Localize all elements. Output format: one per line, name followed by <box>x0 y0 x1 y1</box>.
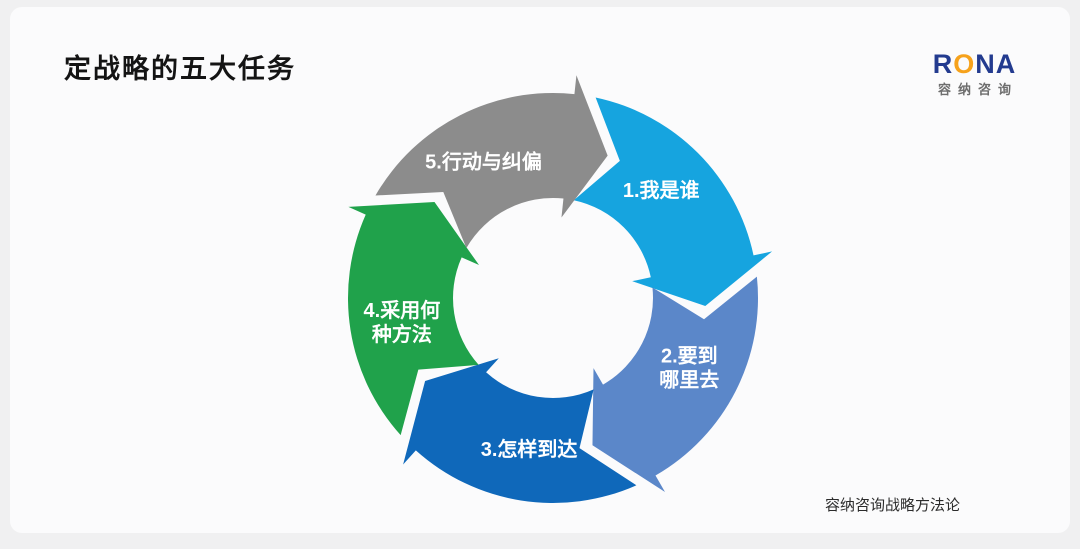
cycle-segment-label-1: 1.我是谁 <box>623 178 700 202</box>
slide-card: 定战略的五大任务 RONA 容纳咨询 1.我是谁 2.要到哪里去 3.怎样到达 4.采… <box>10 7 1070 533</box>
logo-letter-o: O <box>953 49 976 79</box>
logo-letters-na: NA <box>975 49 1017 79</box>
cycle-segment-label-5: 5.行动与纠偏 <box>425 150 542 174</box>
cycle-segment-label-2: 2.要到哪里去 <box>659 345 719 392</box>
cycle-segment-5 <box>375 75 608 248</box>
cycle-segment-label-3: 3.怎样到达 <box>481 437 578 461</box>
logo-letter-r: R <box>932 49 954 79</box>
cycle-segment-label-4: 4.采用何种方法 <box>364 298 441 346</box>
footer-text: 容纳咨询战略方法论 <box>824 497 960 514</box>
slide-title: 定战略的五大任务 <box>64 54 296 84</box>
cycle-segment-1 <box>573 97 773 306</box>
cycle-segment-2 <box>592 276 759 492</box>
cycle-segment-4 <box>348 202 479 436</box>
rona-logo: RONA 容纳咨询 <box>931 51 1018 97</box>
cycle-segment-3 <box>403 358 637 503</box>
rona-logo-subtitle: 容纳咨询 <box>937 82 1018 97</box>
rona-logo-wordmark: RONA <box>931 51 1018 78</box>
cycle-diagram: 1.我是谁 2.要到哪里去 3.怎样到达 4.采用何种方法 5.行动与纠偏 <box>348 75 773 503</box>
